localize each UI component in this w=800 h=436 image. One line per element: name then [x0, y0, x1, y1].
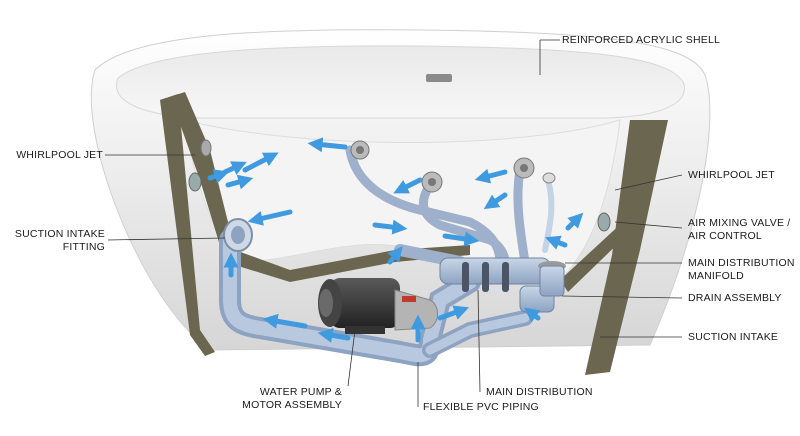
label-suction-intake-fitting-line2: FITTING — [62, 241, 105, 253]
label-flexible-pvc-piping: FLEXIBLE PVC PIPING — [423, 401, 539, 413]
flow-arrow — [544, 235, 568, 250]
label-main-distribution-manifold-line1: MAIN DISTRIBUTION — [688, 257, 795, 269]
flow-arrow — [387, 246, 403, 265]
label-air-mixing-valve-line2: AIR CONTROL — [688, 230, 762, 242]
air-mixing-valve — [542, 172, 556, 184]
flow-arrow — [225, 174, 254, 190]
flow-arrow — [317, 327, 351, 343]
flow-arrow — [242, 152, 279, 173]
label-main-distribution-manifold-line2: MANIFOLD — [688, 270, 744, 282]
cutaway-section-right — [560, 120, 668, 375]
whirlpool-jet-right — [597, 212, 611, 232]
leader-lines — [105, 39, 683, 407]
label-drain-assembly: DRAIN ASSEMBLY — [688, 292, 782, 304]
flow-arrow — [524, 307, 541, 323]
whirlpool-jet-back-right — [513, 157, 535, 179]
drain-assembly — [538, 261, 566, 297]
suction-intake-fitting — [223, 218, 253, 252]
flow-arrow — [393, 177, 423, 194]
label-air-mixing-valve-line1: AIR MIXING VALVE / — [688, 217, 791, 229]
label-main-distribution: MAIN DISTRIBUTION — [486, 386, 593, 398]
label-water-pump-line1: WATER PUMP & — [259, 386, 342, 398]
label-reinforced-acrylic-shell: REINFORCED ACRYLIC SHELL — [562, 34, 721, 46]
flow-arrow — [442, 231, 480, 247]
whirlpool-jet-left-upper — [200, 139, 212, 157]
whirlpool-jet-back-center — [421, 171, 443, 193]
water-flow-arrows — [207, 137, 584, 343]
flow-arrow — [247, 209, 293, 226]
label-water-pump-line2: MOTOR ASSEMBLY — [242, 399, 342, 411]
flow-arrow — [262, 313, 308, 329]
cutaway-section-left — [160, 92, 470, 356]
flow-arrow — [474, 168, 508, 184]
flow-arrow — [207, 169, 230, 184]
whirlpool-jet-back-left — [350, 140, 370, 160]
label-whirlpool-jet-right: WHIRLPOOL JET — [688, 169, 775, 181]
flow-arrow — [565, 212, 584, 231]
overflow-drain — [426, 74, 452, 82]
label-whirlpool-jet-left: WHIRLPOOL JET — [16, 149, 103, 161]
flow-arrow — [437, 305, 470, 321]
flow-arrow — [307, 137, 348, 153]
label-suction-intake: SUCTION INTAKE — [688, 331, 779, 343]
label-suction-intake-fitting-line1: SUCTION INTAKE — [14, 228, 105, 240]
flow-arrow — [483, 192, 508, 210]
flow-arrow — [372, 219, 408, 235]
whirlpool-jet-left-lower — [188, 172, 202, 192]
water-pump-motor — [318, 278, 438, 334]
